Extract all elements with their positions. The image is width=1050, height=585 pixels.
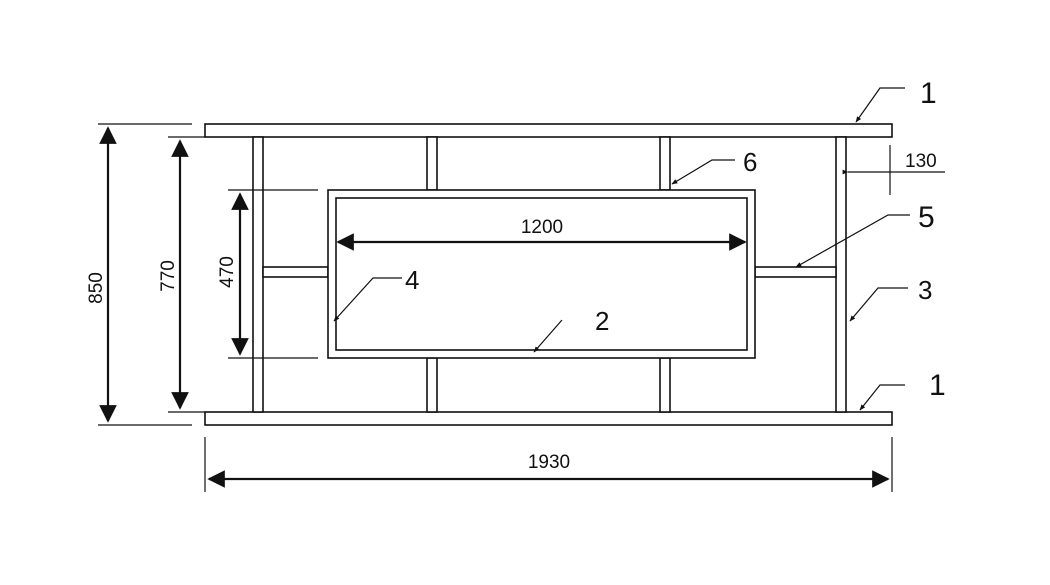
upper-stud-right <box>659 136 671 191</box>
dimension-130: 130 <box>905 151 937 172</box>
dimension-1200: 1200 <box>521 217 563 238</box>
dimension-470: 470 <box>217 256 238 288</box>
dimension-850: 850 <box>86 272 107 304</box>
callout-bottom-rail: 1 <box>929 369 946 402</box>
right-strut <box>754 266 837 278</box>
dimension-770: 770 <box>158 260 179 292</box>
opening-frame-inner <box>335 197 748 351</box>
right-post <box>835 136 847 413</box>
left-strut <box>262 266 329 278</box>
dimension-1930: 1930 <box>528 452 570 473</box>
left-post <box>252 136 264 413</box>
upper-stud-left <box>426 136 438 191</box>
callout-top-rail: 1 <box>920 77 937 110</box>
callout-post: 3 <box>918 275 932 305</box>
lower-stud-left <box>426 357 438 413</box>
bottom-rail <box>204 411 893 426</box>
lower-stud-right <box>659 357 671 413</box>
callout-strut: 5 <box>918 201 935 234</box>
callout-opening-frame: 4 <box>405 265 419 295</box>
top-rail <box>204 123 893 138</box>
callout-upper-stud: 6 <box>743 147 757 177</box>
callout-panel: 2 <box>595 306 609 336</box>
